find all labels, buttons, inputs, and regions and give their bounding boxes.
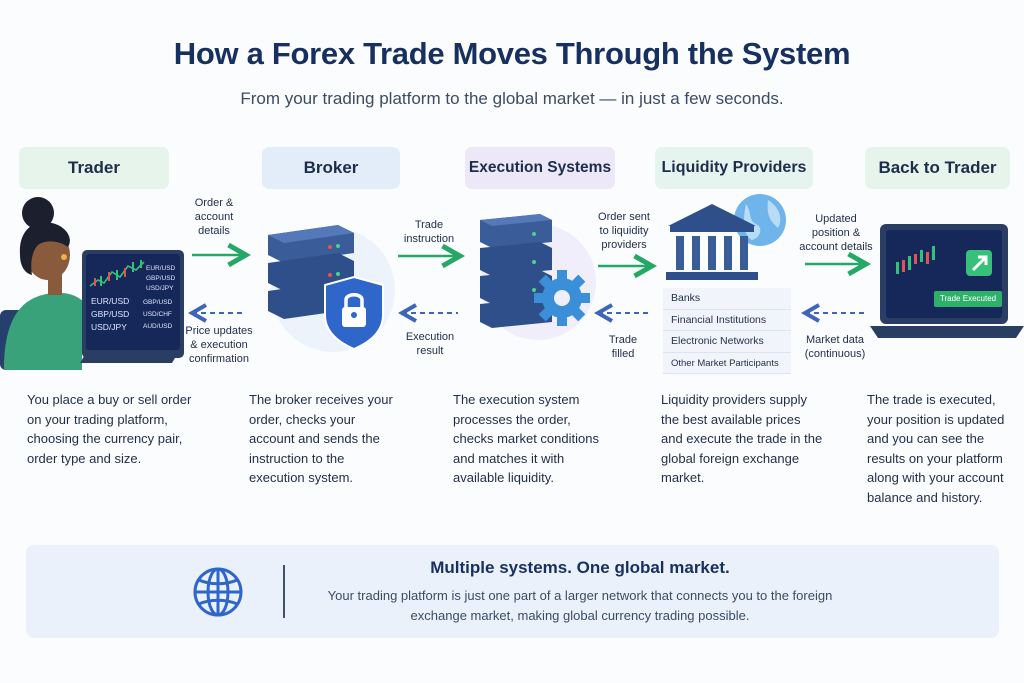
trader-screen-pairs-left: EUR/USD GBP/USD USD/JPY bbox=[91, 295, 129, 334]
pair-item: GBP/USD bbox=[146, 275, 176, 282]
stage-label-broker: Broker bbox=[262, 147, 400, 189]
pair-item: USD/CHF bbox=[143, 311, 172, 318]
stage-description-execution: The execution system processes the order… bbox=[453, 392, 599, 485]
flow-label-trader-to-broker: Order & account details bbox=[194, 197, 234, 237]
summary-banner bbox=[26, 545, 999, 638]
lp-item-financial-institutions: Financial Institutions bbox=[663, 309, 791, 331]
flow-label-lp-to-execution: Trade filled bbox=[608, 334, 638, 360]
flow-label-broker-to-trader: Price updates & execution confirmation bbox=[185, 325, 253, 365]
pair-item: GBP/USD bbox=[91, 309, 130, 319]
trader-screen-pairs-lower: GBP/USD USD/CHF AUD/USD bbox=[143, 297, 172, 333]
page-subtitle: From your trading platform to the global… bbox=[240, 89, 784, 108]
lp-item-electronic-networks: Electronic Networks bbox=[663, 331, 791, 353]
flow-label-execution-to-broker: Execution result bbox=[405, 331, 455, 357]
stage-description-broker: The broker receives your order, checks y… bbox=[249, 392, 393, 485]
summary-text: Your trading platform is just one part o… bbox=[327, 588, 833, 623]
trader-screen-pairs-right: EUR/USD GBP/USD USD/JPY bbox=[146, 264, 175, 294]
stage-description-liquidity: Liquidity providers supply the best avai… bbox=[661, 392, 823, 485]
trader-laptop-screen bbox=[82, 250, 184, 358]
trade-executed-badge: Trade Executed bbox=[934, 291, 1002, 307]
page-title: How a Forex Trade Moves Through the Syst… bbox=[173, 36, 851, 71]
flow-label-broker-to-execution: Trade instruction bbox=[403, 219, 455, 245]
lp-item-other-participants: Other Market Participants bbox=[663, 352, 791, 374]
pair-item: EUR/USD bbox=[91, 296, 130, 306]
stage-label-back-to-trader: Back to Trader bbox=[865, 147, 1010, 189]
stage-label-execution: Execution Systems bbox=[465, 147, 615, 189]
stage-label-trader: Trader bbox=[19, 147, 169, 189]
lp-item-banks: Banks bbox=[663, 288, 791, 310]
liquidity-provider-list: Banks Financial Institutions Electronic … bbox=[663, 288, 791, 374]
flow-label-back-to-lp: Market data (continuous) bbox=[804, 334, 866, 360]
globe-icon bbox=[193, 567, 243, 617]
stage-description-trader: You place a buy or sell order on your tr… bbox=[27, 392, 192, 466]
broker-server-icon bbox=[268, 225, 395, 352]
flow-label-execution-to-lp: Order sent to liquidity providers bbox=[598, 211, 650, 251]
flow-label-lp-to-back: Updated position & account details bbox=[799, 213, 873, 253]
stage-label-liquidity: Liquidity Providers bbox=[655, 147, 813, 189]
summary-title: Multiple systems. One global market. bbox=[430, 558, 730, 577]
pair-item: USD/JPY bbox=[146, 285, 174, 292]
pair-item: EUR/USD bbox=[146, 265, 176, 272]
summary-divider bbox=[283, 565, 285, 618]
execution-server-icon bbox=[480, 214, 596, 340]
pair-item: GBP/USD bbox=[143, 299, 173, 306]
bank-building-icon bbox=[666, 194, 786, 280]
stage-description-back-to-trader: The trade is executed, your position is … bbox=[867, 392, 1005, 505]
pair-item: AUD/USD bbox=[143, 323, 173, 330]
pair-item: USD/JPY bbox=[91, 322, 127, 332]
